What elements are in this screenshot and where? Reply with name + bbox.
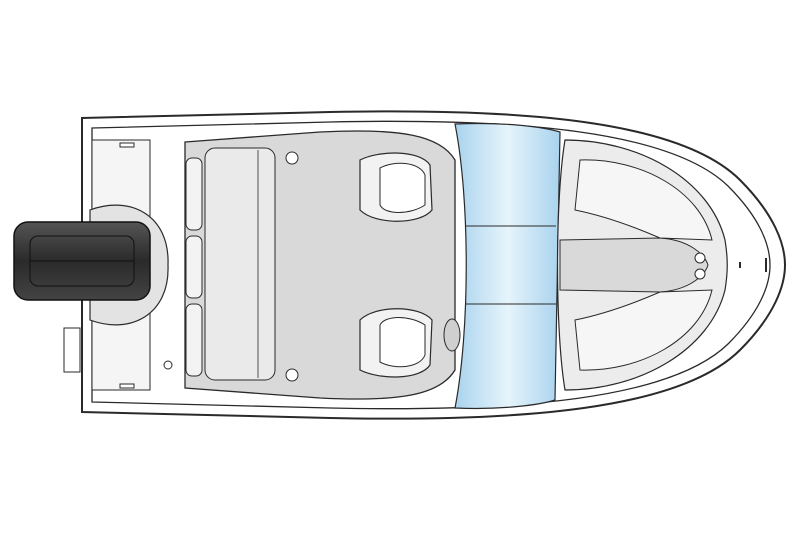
ladder [63, 327, 81, 373]
cupholder [694, 252, 706, 264]
steering-wheel [443, 318, 461, 352]
cleat [119, 383, 135, 389]
side-cushion [185, 235, 203, 299]
helm-seat [359, 308, 433, 378]
outboard-motor [13, 221, 151, 301]
side-cushion [185, 157, 203, 231]
bow-seat [574, 159, 713, 241]
bow-walkway [559, 237, 709, 293]
cupholder [163, 360, 173, 370]
passenger-seat [359, 152, 433, 222]
side-cushion [185, 303, 203, 377]
rear-bench-seat [204, 147, 276, 381]
windshield [454, 122, 561, 410]
cupholder [694, 268, 706, 280]
cupholder [285, 368, 299, 382]
bow-seat [574, 289, 713, 371]
cupholder [285, 151, 299, 165]
cleat [119, 142, 135, 148]
